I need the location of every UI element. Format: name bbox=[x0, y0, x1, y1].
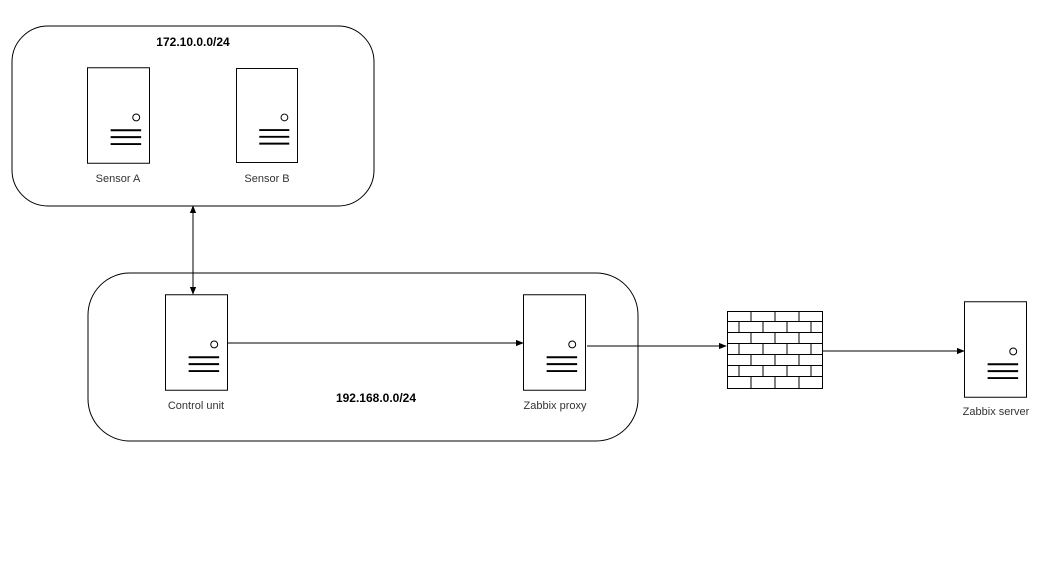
node-zabbix-server[interactable]: Zabbix server bbox=[963, 301, 1030, 418]
node-firewall[interactable] bbox=[727, 311, 823, 389]
node-sensor-a[interactable]: Sensor A bbox=[87, 67, 150, 185]
network-zone-sensors: 172.10.0.0/24 bbox=[11, 25, 375, 207]
node-zabbix-proxy[interactable]: Zabbix proxy bbox=[523, 294, 587, 412]
server-icon bbox=[964, 301, 1027, 398]
firewall-brick-icon bbox=[727, 311, 823, 389]
node-label-sensor-a: Sensor A bbox=[96, 173, 141, 185]
node-label-sensor-b: Sensor B bbox=[244, 173, 289, 185]
server-icon bbox=[236, 67, 298, 164]
network-label-local: 192.168.0.0/24 bbox=[336, 391, 416, 405]
server-icon bbox=[165, 294, 228, 391]
server-icon bbox=[87, 67, 150, 164]
network-zone-sensors-boundary bbox=[11, 25, 375, 207]
node-label-zabbix-proxy: Zabbix proxy bbox=[524, 400, 587, 412]
node-label-zabbix-server: Zabbix server bbox=[963, 406, 1030, 418]
node-label-control-unit: Control unit bbox=[168, 400, 224, 412]
node-control-unit[interactable]: Control unit bbox=[165, 294, 228, 412]
server-icon bbox=[523, 294, 586, 391]
network-label-sensors: 172.10.0.0/24 bbox=[156, 35, 230, 49]
node-sensor-b[interactable]: Sensor B bbox=[236, 67, 298, 185]
